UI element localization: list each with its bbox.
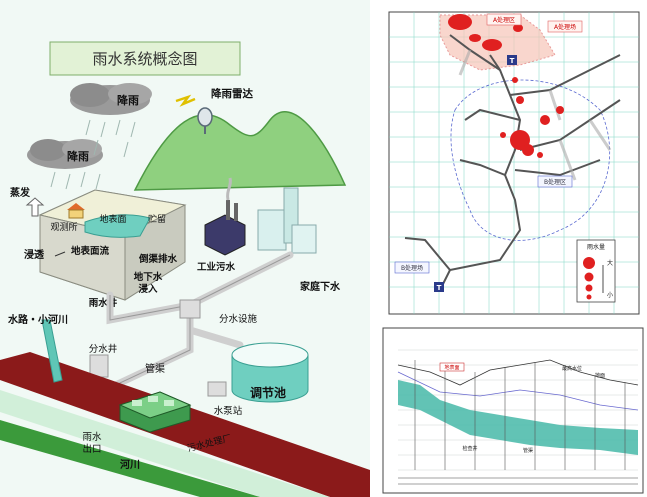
factory-icon <box>204 177 246 256</box>
radar-icon <box>175 94 213 134</box>
observatory-label: 观测所 <box>50 222 77 233</box>
dividing-facility-box <box>179 299 201 319</box>
storm-system-diagram: 雨水系统概念图 降雨 降雨 降雨雷达 <box>0 0 370 497</box>
profile-ground-label: 地面 <box>595 372 605 379</box>
mountain <box>133 111 347 191</box>
longitudinal-profile: 地表面 最高水位 地面 检查井 管渠 <box>382 327 644 494</box>
radar-label: 降雨雷达 <box>211 87 253 100</box>
culvert-label: 倒渠排水 <box>138 253 178 265</box>
ground-line <box>397 359 639 386</box>
profile-pipe-label: 管渠 <box>523 447 533 454</box>
rainfall-markers <box>448 14 564 158</box>
rain-cloud-2 <box>27 139 103 169</box>
pipe-channel-label: 管渠 <box>145 362 165 375</box>
rain-label-1: 降雨 <box>117 93 139 107</box>
catchment-map: A处理区 A处理场 B处理区 B处理场 T T 雨水量 大 小 <box>388 11 640 315</box>
rain-cloud-1 <box>70 83 152 115</box>
rain-outlet-label: 雨水 <box>82 431 102 443</box>
river-band <box>0 420 260 497</box>
zone-a-label: A处理区 <box>493 16 515 24</box>
dividing-facility-label: 分水设施 <box>219 313 258 325</box>
profile-well-label: 检查井 <box>462 445 477 452</box>
rainfall-legend: 雨水量 大 小 <box>576 239 616 303</box>
groundwater-label-2: 浸入 <box>138 283 158 295</box>
surface-water <box>84 214 151 238</box>
evaporation-label: 蒸发 <box>10 186 31 199</box>
sewer-network <box>404 34 621 291</box>
dividing-well-label: 分水井 <box>89 343 118 355</box>
observatory-house-icon <box>67 203 85 219</box>
rain-outlet-label-2: 出口 <box>82 443 101 455</box>
rain-drops <box>50 119 136 190</box>
zone-b-treatment-marker <box>434 282 444 292</box>
small-river <box>41 319 63 383</box>
max-level-line <box>397 371 639 411</box>
legend-small: 小 <box>607 291 613 299</box>
household-label: 家庭下水 <box>300 280 341 293</box>
profile-water-fill <box>398 380 638 455</box>
zone-b-label: B处理区 <box>544 178 566 186</box>
infiltration-label: 浸透 <box>24 248 45 261</box>
surface-storage-label: 地表面 <box>99 213 126 225</box>
dividing-well-box <box>89 354 109 378</box>
rain-label-2: 降雨 <box>67 149 89 163</box>
zone-a-marker-letter: T <box>510 57 515 65</box>
evaporation-arrow-icon <box>25 197 45 217</box>
legend-title: 雨水量 <box>587 243 605 251</box>
regulating-pond-label: 调节池 <box>250 385 286 400</box>
sewage-plant-icon <box>118 391 192 433</box>
industrial-label: 工业污水 <box>197 261 236 273</box>
title-box <box>49 41 241 76</box>
diagram-title: 雨水系统概念图 <box>92 50 197 68</box>
groundwater-label: 地下水 <box>134 271 163 283</box>
zone-b-boundary <box>450 79 611 241</box>
storage-label: 贮留 <box>148 213 166 225</box>
river-label: 河川 <box>120 459 140 471</box>
pump-station-label: 水泵站 <box>214 405 243 417</box>
red-road-band <box>0 352 370 497</box>
zone-a-treatment-marker <box>507 55 517 65</box>
zone-a-site-label: A处理场 <box>554 23 576 31</box>
profile-max-level-label: 最高水位 <box>562 365 582 372</box>
zone-b-marker-letter: T <box>437 284 442 292</box>
legend-big: 大 <box>607 259 613 267</box>
profile-surface-label: 地表面 <box>444 364 459 371</box>
zone-b-site-label: B处理场 <box>401 264 423 272</box>
building-icon <box>257 187 317 254</box>
surface-runoff-label: 地表面流 <box>71 245 110 257</box>
road-river-label: 水路・小河川 <box>7 313 68 326</box>
regulating-pond-icon <box>231 342 309 403</box>
pump-station-box <box>207 381 227 397</box>
